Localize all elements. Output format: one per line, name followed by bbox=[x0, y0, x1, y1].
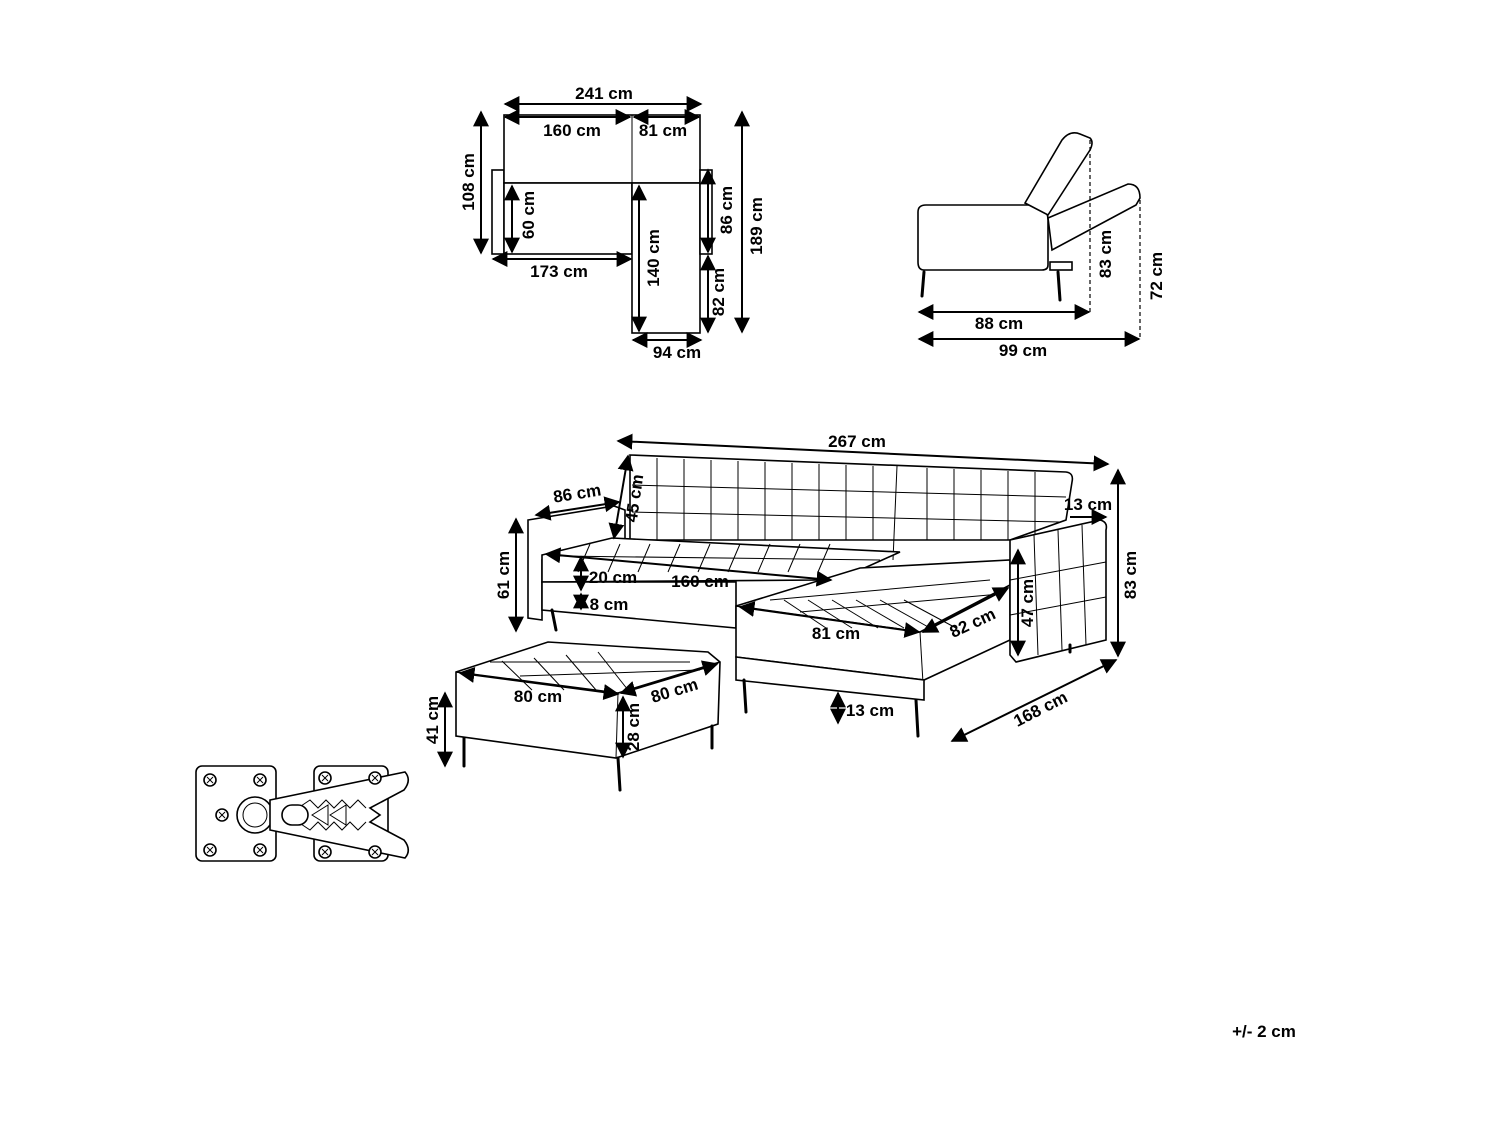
persp-chaise-length-label: 168 cm bbox=[1010, 688, 1070, 731]
top-chaise-lower-label: 82 cm bbox=[709, 268, 728, 316]
side-seat-depth-label: 88 cm bbox=[975, 314, 1023, 333]
ottoman-cushion-height-label: 28 cm bbox=[624, 703, 643, 751]
top-bottom-width-label: 173 cm bbox=[530, 262, 588, 281]
ottoman-view: 80 cm 80 cm 41 cm 28 cm bbox=[423, 641, 721, 792]
dim-line-45 bbox=[608, 454, 634, 540]
dim-line-80a bbox=[458, 666, 620, 701]
persp-frame-height-label: 8 cm bbox=[590, 595, 629, 614]
top-seat-depth-label: 60 cm bbox=[519, 191, 538, 239]
top-chaise-upper-label: 86 cm bbox=[717, 186, 736, 234]
persp-cushion-height-label: 20 cm bbox=[589, 568, 637, 587]
persp-total-width-label: 267 cm bbox=[828, 432, 886, 451]
dim-line-168 bbox=[950, 659, 1118, 742]
persp-total-height-label: 83 cm bbox=[1121, 551, 1140, 599]
top-total-depth-label: 189 cm bbox=[747, 197, 766, 255]
tolerance-note: +/- 2 cm bbox=[1232, 1022, 1296, 1041]
dim-line-86p bbox=[534, 496, 621, 521]
persp-armrest-depth-label: 86 cm bbox=[552, 480, 603, 506]
side-total-depth-label: 99 cm bbox=[999, 341, 1047, 360]
side-view: 88 cm 99 cm 83 cm 72 cm bbox=[917, 132, 1166, 360]
side-recline-height-label: 72 cm bbox=[1147, 252, 1166, 300]
dim-line-82p bbox=[921, 587, 1010, 633]
top-width-left-label: 160 cm bbox=[543, 121, 601, 140]
persp-leg-height-label: 13 cm bbox=[846, 701, 894, 720]
side-back-height-label: 83 cm bbox=[1096, 230, 1115, 278]
top-chaise-width-label: 94 cm bbox=[653, 343, 701, 362]
ottoman-drawing bbox=[455, 641, 721, 792]
top-width-total-label: 241 cm bbox=[575, 84, 633, 103]
dim-line-80b bbox=[619, 660, 719, 697]
top-depth-left-label: 108 cm bbox=[459, 153, 478, 211]
dim-line-81p bbox=[738, 601, 921, 638]
persp-chaise-width-label: 81 cm bbox=[812, 624, 860, 643]
persp-arm-inner-height-label: 47 cm bbox=[1018, 579, 1037, 627]
dim-line-267 bbox=[616, 433, 1110, 472]
dim-line-160p bbox=[544, 547, 833, 587]
ottoman-width-label: 80 cm bbox=[514, 687, 562, 706]
top-view: 241 cm 160 cm 81 cm 108 cm 60 cm 173 cm … bbox=[459, 84, 766, 362]
top-chaise-length-label: 140 cm bbox=[644, 229, 663, 287]
ottoman-height-label: 41 cm bbox=[423, 696, 442, 744]
connector-bracket-detail bbox=[195, 765, 410, 862]
persp-armrest-width-label: 13 cm bbox=[1064, 495, 1112, 514]
persp-arm-height-label: 61 cm bbox=[494, 551, 513, 599]
top-width-right-label: 81 cm bbox=[639, 121, 687, 140]
side-view-sofa bbox=[917, 132, 1141, 339]
persp-seat-width-label: 160 cm bbox=[671, 572, 729, 591]
